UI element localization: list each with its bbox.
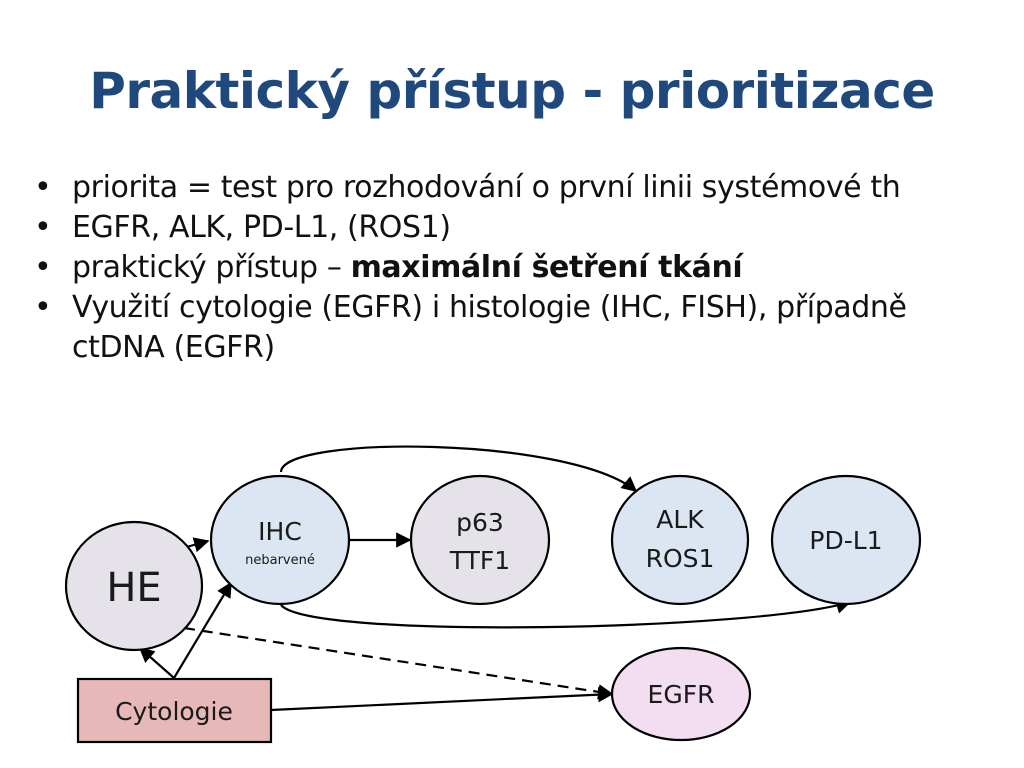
- node-pd-l1: PD-L1: [770, 474, 922, 606]
- node-ihc-label: IHC: [258, 517, 302, 546]
- node-ihc-shape: [209, 474, 351, 606]
- bullet-text: priorita = test pro rozhodování o první …: [72, 170, 901, 205]
- bullet-item: • Využití cytologie (EGFR) i histologie (…: [34, 288, 994, 368]
- node-cytologie-shape: [76, 677, 273, 744]
- bullet-marker: •: [34, 250, 52, 285]
- edge-cytologie-to-egfr: [270, 686, 614, 712]
- node-alk-label: ALK: [656, 505, 704, 534]
- bullet-text: praktický přístup –: [72, 250, 351, 285]
- node-ttf1-label: TTF1: [449, 546, 510, 575]
- node-alk-ros1: ALK ROS1: [610, 474, 750, 606]
- edge-he-to-egfr-dashed: [183, 626, 614, 700]
- node-ihc-sublabel: nebarvené: [245, 553, 315, 568]
- bullet-marker: •: [34, 210, 52, 245]
- node-egfr-label: EGFR: [648, 680, 715, 709]
- node-ihc: IHC nebarvené: [209, 474, 351, 606]
- bullet-text: Využití cytologie (EGFR) i histologie (I…: [72, 290, 907, 365]
- slide-title: Praktický přístup - prioritizace: [89, 62, 935, 120]
- edge-cytologie-to-he: [138, 646, 175, 679]
- node-p63-ttf1: p63 TTF1: [409, 474, 551, 606]
- bullet-item: • EGFR, ALK, PD-L1, (ROS1): [34, 208, 994, 248]
- node-ros1-label: ROS1: [646, 544, 715, 573]
- node-alk-shape: [610, 474, 750, 606]
- bullet-marker: •: [34, 170, 52, 205]
- node-he-shape: [64, 520, 204, 652]
- bullet-bold-text: maximální šetření tkání: [350, 250, 743, 285]
- bullet-text: EGFR, ALK, PD-L1, (ROS1): [72, 210, 451, 245]
- bullet-item: • praktický přístup – maximální šetření t…: [34, 248, 994, 288]
- bullet-list: • priorita = test pro rozhodování o první…: [34, 168, 994, 368]
- edge-ihc-to-alk: [279, 445, 638, 492]
- node-cytologie-label: Cytologie: [115, 697, 233, 726]
- node-p63-shape: [409, 474, 551, 606]
- node-he: HE: [64, 520, 204, 652]
- edge-ihc-to-pdl1: [280, 598, 852, 629]
- bullet-marker: •: [34, 290, 52, 325]
- node-cytologie: Cytologie: [76, 677, 273, 744]
- node-pdl1-shape: [770, 474, 922, 606]
- node-pdl1-label: PD-L1: [809, 526, 882, 555]
- node-egfr-shape: [610, 646, 752, 742]
- node-egfr: EGFR: [610, 646, 752, 742]
- node-p63-label: p63: [456, 508, 504, 537]
- bullet-item: • priorita = test pro rozhodování o první…: [34, 168, 994, 208]
- node-he-label: HE: [106, 565, 161, 611]
